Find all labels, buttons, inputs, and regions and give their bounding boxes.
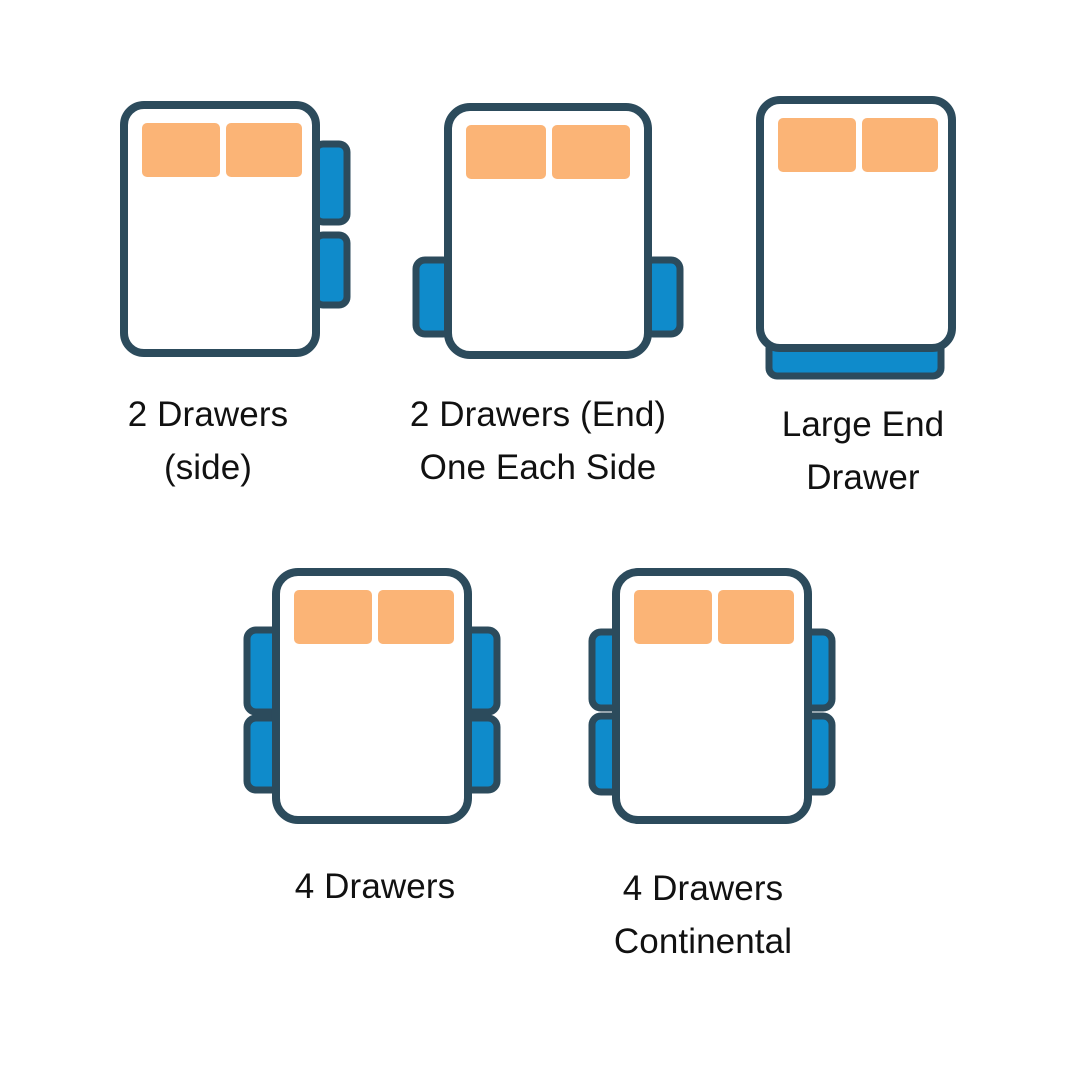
bed-option-2-drawers-end[interactable] — [408, 92, 688, 368]
bed-diagram-2-drawers-end — [412, 103, 684, 359]
pillow-right — [552, 125, 630, 179]
bed-label-4-drawers-continental: 4 Drawers Continental — [613, 869, 793, 962]
bed-label-2-drawers-side: 2 Drawers (side) — [127, 395, 289, 488]
pillow-right — [718, 590, 794, 644]
bed-diagram-large-end-drawer — [756, 96, 956, 380]
bed-diagram-4-drawers-continental — [588, 568, 836, 824]
bed-label-2-drawers-end: 2 Drawers (End) One Each Side — [409, 395, 667, 488]
pillow-left — [778, 118, 856, 172]
bed-option-2-drawers-side[interactable] — [98, 92, 358, 368]
bed-option-4-drawers[interactable] — [238, 558, 506, 834]
bed-label-large-end-drawer: Large End Drawer — [781, 405, 945, 498]
bed-option-large-end-drawer[interactable] — [748, 78, 968, 390]
bed-diagram-2-drawers-side — [120, 101, 351, 357]
pillow-left — [294, 590, 372, 644]
bed-label-4-drawers: 4 Drawers — [294, 867, 456, 906]
pillow-left — [466, 125, 546, 179]
pillow-right — [862, 118, 938, 172]
pillow-right — [378, 590, 454, 644]
pillow-right — [226, 123, 302, 177]
bed-diagram-4-drawers — [243, 568, 501, 824]
pillow-left — [634, 590, 712, 644]
pillow-left — [142, 123, 220, 177]
bed-option-4-drawers-continental[interactable] — [578, 558, 846, 834]
